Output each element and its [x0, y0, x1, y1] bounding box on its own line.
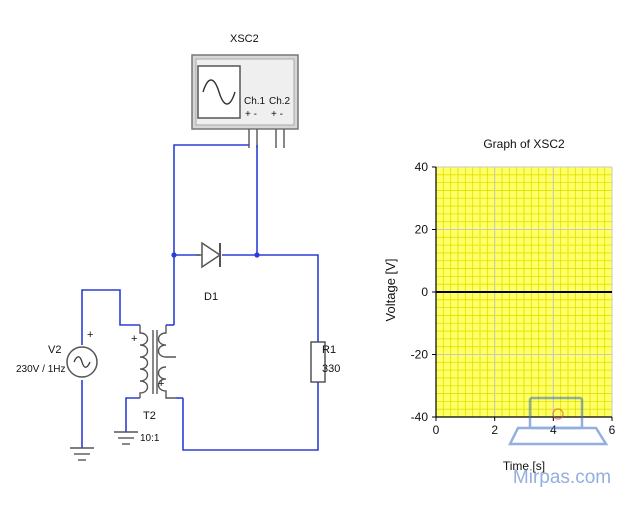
graph-title: Graph of XSC2 — [483, 137, 565, 151]
scope-ch2-label: Ch.2 — [269, 96, 291, 107]
y-tick-label: 0 — [421, 285, 428, 299]
scope-ch1-label: Ch.1 — [244, 96, 266, 107]
x-tick-label: 4 — [550, 423, 557, 437]
y-tick-label: 40 — [415, 160, 429, 174]
svg-text:+: + — [131, 333, 137, 345]
source-name: V2 — [48, 344, 61, 356]
wire-diode-to-resistor — [222, 254, 319, 342]
wire-scope-ch1-plus — [173, 144, 249, 325]
transformer-t2[interactable]: + + — [131, 325, 176, 399]
y-tick-label: -20 — [411, 348, 429, 362]
oscilloscope[interactable] — [191, 54, 299, 130]
junction-dot — [171, 252, 177, 258]
graph-x-axis-label: Time [s] — [503, 459, 545, 473]
circuit-schematic: XSC2 Ch.1 Ch.2 + - + - — [16, 33, 340, 461]
y-tick-label: -40 — [411, 410, 429, 424]
watermark-text: Mirpas.com — [513, 467, 611, 488]
resistor-name: R1 — [322, 344, 336, 356]
ac-wave-icon — [73, 356, 91, 368]
scope-ch2-terminals: + - — [271, 109, 283, 120]
x-tick-label: 0 — [433, 423, 440, 437]
junction-dot — [254, 252, 260, 258]
wire-resistor-return — [182, 382, 319, 451]
scope-name: XSC2 — [230, 33, 259, 45]
x-tick-label: 6 — [609, 423, 616, 437]
ac-source-v2[interactable]: + — [66, 329, 98, 378]
svg-text:+: + — [158, 378, 164, 390]
ground-symbol-icon — [114, 431, 138, 445]
sine-wave-icon — [202, 79, 236, 105]
svg-text:+: + — [87, 329, 93, 341]
ground-symbol-icon — [70, 447, 94, 461]
computer-logo-icon — [507, 396, 609, 446]
transformer-ratio: 10:1 — [140, 433, 160, 444]
resistor-r1[interactable] — [310, 341, 326, 383]
y-tick-label: 20 — [415, 223, 429, 237]
source-value: 230V / 1Hz — [16, 364, 65, 375]
graph-plot-area: 40 20 0 -20 -40 0 2 4 6 — [411, 160, 616, 437]
graph-panel: Graph of XSC2 Voltage [V] Time [s] 40200… — [383, 137, 616, 473]
wire-primary-ground — [125, 397, 140, 432]
scope-ch1-terminals: + - — [245, 109, 257, 120]
watermark: Mirpas.com — [507, 396, 611, 488]
diode-d1[interactable] — [196, 241, 222, 269]
graph-y-axis-label: Voltage [V] — [383, 259, 398, 322]
wire-source-top — [81, 289, 140, 345]
diode-name: D1 — [204, 291, 218, 303]
resistor-value: 330 — [322, 363, 340, 375]
transformer-name: T2 — [143, 410, 156, 422]
x-tick-label: 2 — [491, 423, 498, 437]
